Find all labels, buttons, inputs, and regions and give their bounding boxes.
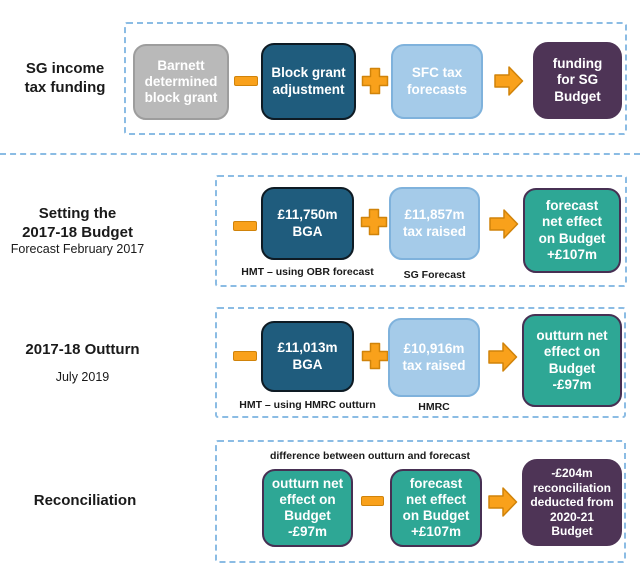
row-label-outturn: 2017-18 Outturn [25, 341, 140, 358]
section-divider [0, 153, 640, 155]
funding-flow-group [124, 22, 627, 135]
arrow-right-icon [488, 487, 518, 517]
outturn-flow-group [215, 307, 626, 418]
plus-icon [361, 342, 389, 370]
arrow-right-icon [489, 209, 519, 239]
budget-flow-group [215, 175, 627, 287]
minus-icon [361, 496, 384, 506]
minus-icon [234, 76, 258, 86]
reconciliation-difference-caption: difference between outturn and forecast [269, 450, 471, 462]
outturn-tax-caption: HMRC [418, 401, 450, 413]
plus-icon [360, 208, 388, 236]
arrow-right-icon [494, 66, 524, 96]
minus-icon [233, 221, 257, 231]
row-label-reconciliation: Reconciliation [33, 492, 137, 509]
arrow-right-icon [488, 342, 518, 372]
reconciliation-flow-group [215, 440, 626, 563]
plus-icon [361, 67, 389, 95]
budget-tax-caption: SG Forecast [403, 269, 466, 281]
minus-icon [233, 351, 257, 361]
outturn-bga-caption: HMT – using HMRC outturn [239, 399, 376, 411]
row-sublabel-outturn: July 2019 [55, 370, 110, 384]
row-sublabel-budget: Forecast February 2017 [10, 242, 145, 256]
budget-bga-caption: HMT – using OBR forecast [241, 266, 374, 278]
